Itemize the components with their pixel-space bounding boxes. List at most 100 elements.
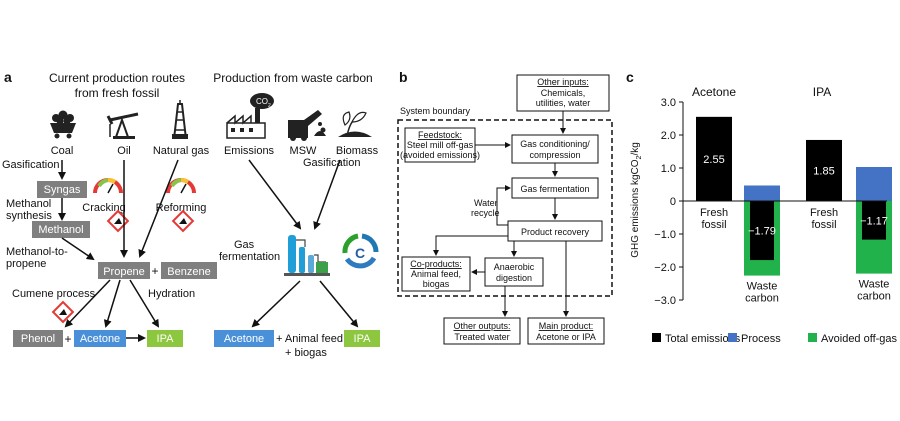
y-tick-label: 2.0 — [661, 130, 676, 142]
bar-category-label: carbon — [857, 291, 891, 303]
co2-icon-text: CO — [256, 97, 268, 106]
ipa-waste-box: IPA — [344, 330, 380, 347]
panel-b-arrows — [433, 111, 569, 317]
coal-cart-icon — [50, 110, 76, 139]
other-outputs-title: Other outputs: — [453, 321, 510, 331]
legend-label: Process — [741, 333, 781, 345]
y-axis-label-main: GHG emissions kgCO — [630, 159, 641, 258]
bar-category-label: Waste — [747, 281, 778, 293]
feedstock-line1: Steel mill off-gas — [407, 140, 474, 150]
phenol-box: Phenol — [13, 330, 63, 347]
other-inputs-line1: Chemicals, — [541, 88, 586, 98]
product-recovery-rect — [507, 220, 603, 242]
bar-category-label: carbon — [745, 293, 779, 305]
gas-conditioning-line2: compression — [529, 150, 580, 160]
natural-gas-label: Natural gas — [153, 145, 210, 157]
anaerobic-rect — [484, 257, 544, 287]
coproducts-line1: Animal feed, — [411, 269, 461, 279]
cracking-gauge-icon — [93, 177, 123, 194]
msw-truck-icon — [288, 110, 326, 141]
feedstock-rect — [404, 127, 476, 163]
gas-fermentation-label-1: Gas — [234, 239, 255, 251]
gas-fermentation-step: Gas fermentation — [520, 184, 589, 194]
methanol-synthesis-label-1: Methanol — [6, 198, 51, 210]
phenol-box-bg — [13, 330, 63, 347]
acetone-box-bg — [74, 330, 126, 347]
bar-value-label: 1.85 — [813, 165, 834, 177]
plus-sign-1: + — [151, 264, 158, 278]
other-outputs-line1: Treated water — [454, 332, 509, 342]
gas-fermentation-box: Gas fermentation — [511, 177, 599, 199]
methanol-to-propene-arrow — [61, 237, 95, 261]
gas-conditioning-line1: Gas conditioning/ — [520, 139, 590, 149]
coproducts-box: Co-products: Animal feed, biogas — [401, 256, 471, 292]
coproducts-rect — [401, 256, 471, 292]
process-bar — [856, 167, 892, 201]
legend-label: Total emissions — [665, 333, 741, 345]
benzene-box-bg — [161, 262, 217, 279]
feedstock-line2: (avoided emissions) — [400, 150, 480, 160]
y-tick-label: 1.0 — [661, 163, 676, 175]
main-product-box: Main product: Acetone or IPA — [527, 317, 605, 345]
y-axis-label-sub: 2 — [636, 155, 643, 159]
acetone-waste-box: Acetone — [214, 330, 274, 347]
product-recovery-box: Product recovery — [507, 220, 603, 242]
anaerobic-line1: Anaerobic — [494, 262, 535, 272]
bar-category-label: Waste — [859, 279, 890, 291]
other-outputs-rect — [443, 317, 521, 345]
coproducts-title: Co-products: — [410, 259, 462, 269]
other-inputs-line2: utilities, water — [536, 98, 591, 108]
recovery-to-coproducts-arrow — [433, 235, 508, 256]
group-label-ipa: IPA — [813, 85, 831, 99]
phenol-label: Phenol — [21, 333, 55, 345]
syngas-box: Syngas — [37, 181, 87, 198]
y-tick-label: 0 — [670, 196, 676, 208]
biomass-label: Biomass — [336, 145, 379, 157]
ipa-box-bg — [147, 330, 183, 347]
y-tick-label: −1.0 — [654, 229, 676, 241]
bar-category-label: fossil — [701, 219, 726, 231]
waste-title: Production from waste carbon — [213, 71, 372, 85]
benzene-label: Benzene — [167, 266, 210, 278]
methanol-to-propene-label-1: Methanol-to- — [6, 246, 68, 258]
svg-text:GHG emissions kgCO2/kg: GHG emissions kgCO2/kg — [630, 142, 643, 258]
gas-conditioning-box: Gas conditioning/ compression — [511, 134, 599, 164]
reforming-gauge-icon — [166, 177, 196, 194]
co2-icon-sub: 2 — [268, 103, 271, 109]
fermentation-plant-icon — [284, 235, 330, 276]
syngas-label: Syngas — [44, 184, 81, 196]
water-recycle-line1: Water — [474, 198, 498, 208]
main-product-line1: Acetone or IPA — [536, 332, 596, 342]
water-recycle-line2: recycle — [471, 208, 500, 218]
bar-category-label: Fresh — [810, 207, 838, 219]
product-recovery-step: Product recovery — [521, 227, 590, 237]
cracking-label: Cracking — [82, 202, 125, 214]
reforming-label: Reforming — [156, 202, 207, 214]
ipa-box: IPA — [147, 330, 183, 347]
cumene-hazard-icon — [51, 300, 75, 324]
coproducts-line2: biogas — [423, 279, 450, 289]
ipa-label: IPA — [157, 333, 175, 345]
bar-value-label: −1.17 — [860, 215, 888, 227]
oil-pump-icon — [106, 112, 139, 139]
panel-c-chart: c Acetone IPA GHG emissions kgCO2/kg 3.0… — [626, 69, 898, 345]
cumene-process-label: Cumene process — [12, 288, 96, 300]
recycle-icon: C — [342, 233, 379, 269]
animal-feed-label-1: + Animal feed — [276, 333, 343, 345]
propene-to-ipa-arrow — [129, 279, 160, 328]
bar-value-label: −1.79 — [748, 226, 776, 238]
y-tick-label: 3.0 — [661, 97, 676, 109]
fossil-title-line1: Current production routes — [49, 71, 185, 85]
hydration-label: Hydration — [148, 288, 195, 300]
y-axis-label-end: /kg — [630, 142, 641, 155]
y-tick-label: −2.0 — [654, 262, 676, 274]
other-outputs-box: Other outputs: Treated water — [443, 317, 521, 345]
reforming-hazard-icon — [171, 209, 195, 233]
methanol-label: Methanol — [38, 224, 83, 236]
methanol-box: Methanol — [32, 221, 90, 238]
propene-to-acetone-arrow — [103, 279, 121, 328]
y-axis: 3.02.01.00−1.0−2.0−3.0 — [654, 97, 684, 307]
gas-tower-icon — [172, 100, 188, 140]
gas-to-propene-arrow — [138, 159, 179, 258]
